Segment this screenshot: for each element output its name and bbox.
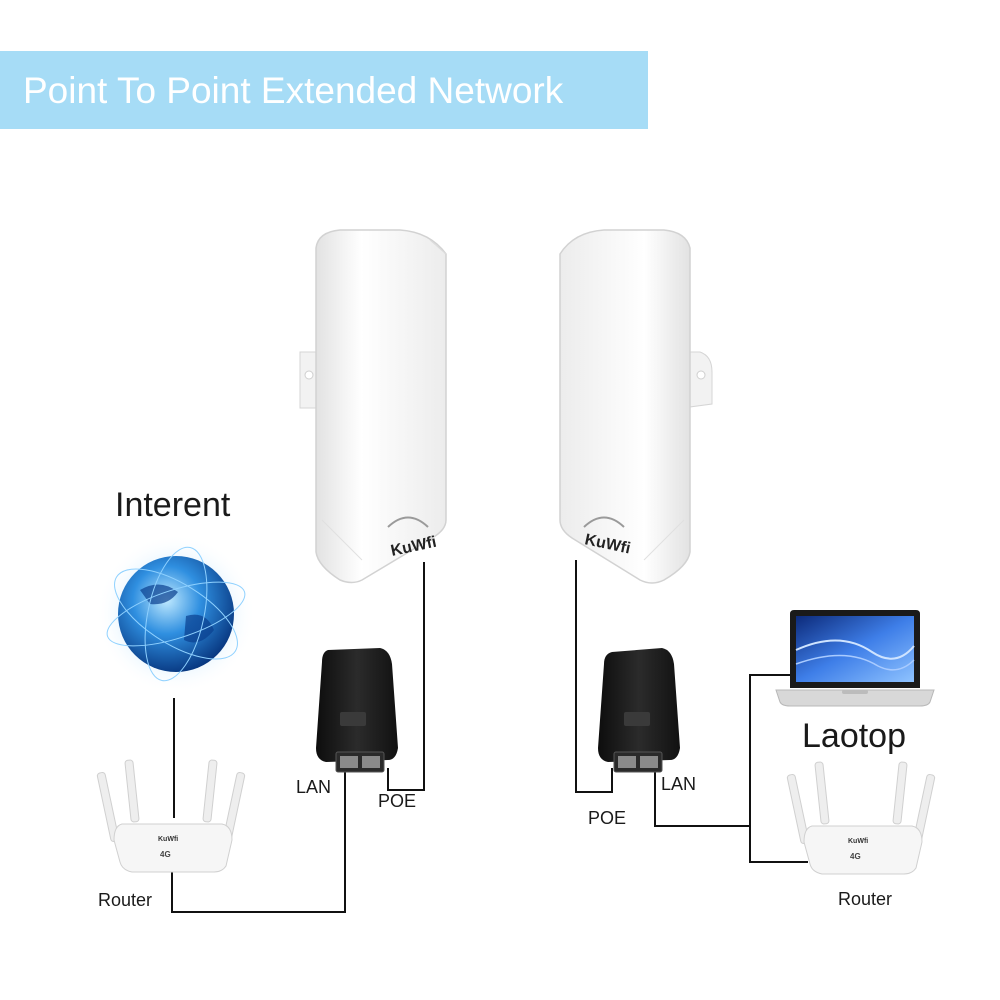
cable-laptop-to-router	[749, 674, 808, 863]
cable-poe-left-to-router	[171, 768, 346, 913]
title-banner: Point To Point Extended Network	[0, 51, 648, 129]
cables	[171, 560, 808, 913]
cpe-right	[559, 229, 713, 584]
cable-poe-right-to-switch	[654, 768, 750, 827]
cable-cpe-right-to-poe	[575, 560, 613, 793]
poe-left-label: POE	[378, 791, 417, 811]
lan-right-label: LAN	[661, 774, 697, 794]
lan-left-label: LAN	[296, 777, 332, 797]
cable-cpe-left-to-poe	[387, 562, 425, 791]
poe-injector-right	[598, 648, 680, 773]
cpe-right-logo-mark	[583, 516, 625, 528]
router-right-brand: KuWfi	[848, 838, 868, 845]
poe-injector-left	[316, 648, 398, 773]
laptop-icon	[775, 610, 935, 707]
cpe-left	[299, 229, 447, 584]
router-right: KuWfi 4G	[786, 761, 936, 875]
page-title: Point To Point Extended Network	[23, 70, 564, 111]
router-left-label: Router	[98, 890, 153, 910]
router-left-brand: KuWfi	[158, 836, 178, 843]
router-right-label: Router	[838, 889, 893, 909]
cpe-left-logo-mark	[387, 516, 429, 528]
router-left-badge: 4G	[160, 850, 171, 859]
laptop-label: Laotop	[802, 717, 906, 755]
poe-right-label: POE	[588, 808, 627, 828]
globe-icon	[96, 534, 256, 694]
router-right-badge: 4G	[850, 852, 861, 861]
router-left: KuWfi 4G	[96, 759, 246, 873]
internet-label: Interent	[115, 486, 231, 524]
